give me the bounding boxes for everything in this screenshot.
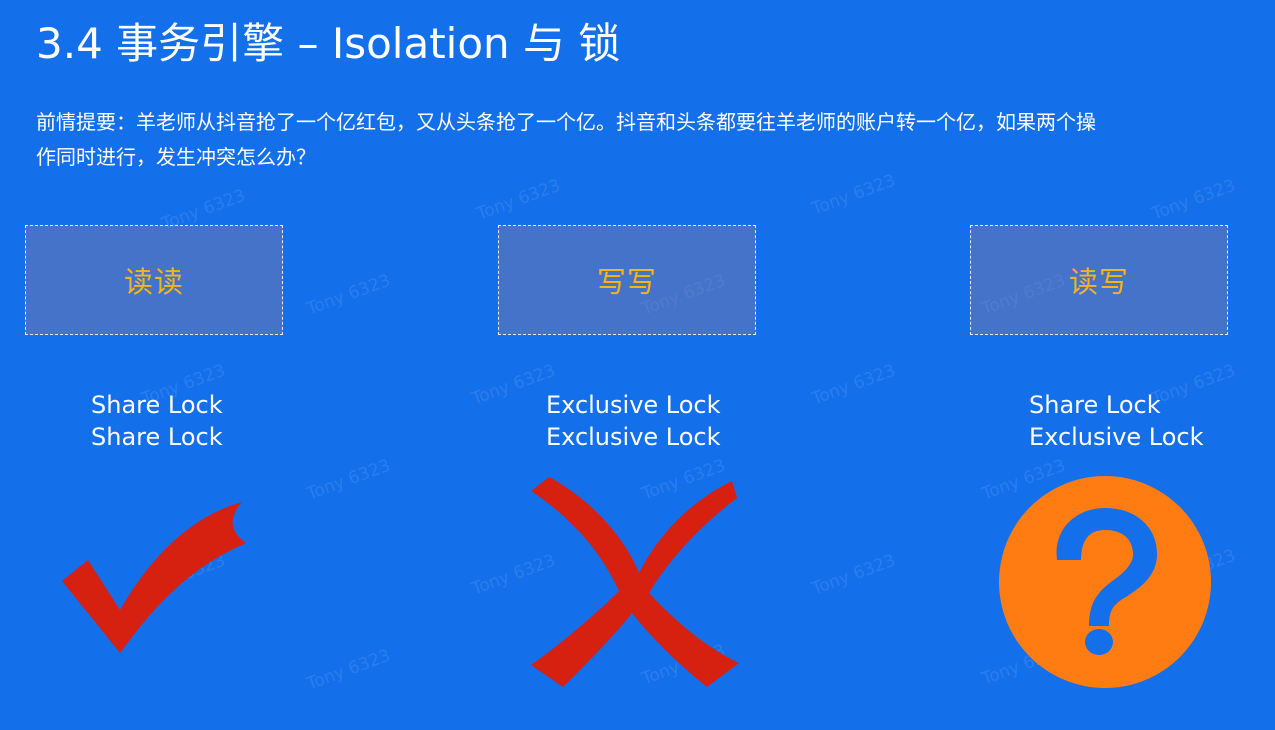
- scenario-label: 读读: [123, 265, 184, 299]
- scenario-box-read-write: 读写: [970, 225, 1228, 335]
- lock-pair-read-write: Share Lock Exclusive Lock: [1029, 389, 1204, 453]
- lock-type: Exclusive Lock: [1029, 423, 1204, 451]
- watermark: Tony 6323: [304, 455, 394, 505]
- lock-type: Exclusive Lock: [546, 391, 721, 419]
- lock-type: Share Lock: [91, 391, 223, 419]
- watermark: Tony 6323: [809, 360, 899, 410]
- slide-title: 3.4 事务引擎 – Isolation 与 锁: [36, 19, 621, 68]
- lock-type: Exclusive Lock: [546, 423, 721, 451]
- lock-pair-read-read: Share Lock Share Lock: [91, 389, 223, 453]
- scenario-box-read-read: 读读: [25, 225, 283, 335]
- lock-pair-write-write: Exclusive Lock Exclusive Lock: [546, 389, 721, 453]
- watermark: Tony 6323: [1149, 175, 1239, 225]
- watermark: Tony 6323: [809, 550, 899, 600]
- scenario-label: 读写: [1068, 265, 1129, 299]
- scenario-label: 写写: [596, 265, 657, 299]
- watermark: Tony 6323: [474, 175, 564, 225]
- question-mark-icon: [999, 476, 1211, 688]
- watermark: Tony 6323: [304, 645, 394, 695]
- intro-paragraph: 前情提要：羊老师从抖音抢了一个亿红包，又从头条抢了一个亿。抖音和头条都要往羊老师…: [36, 110, 1096, 169]
- watermark: Tony 6323: [469, 360, 559, 410]
- watermark: Tony 6323: [304, 270, 394, 320]
- scenario-box-write-write: 写写: [498, 225, 756, 335]
- lock-type: Share Lock: [91, 423, 223, 451]
- cross-icon: [531, 477, 739, 687]
- watermark: Tony 6323: [809, 170, 899, 220]
- lock-type: Share Lock: [1029, 391, 1161, 419]
- checkmark-icon: [62, 502, 246, 653]
